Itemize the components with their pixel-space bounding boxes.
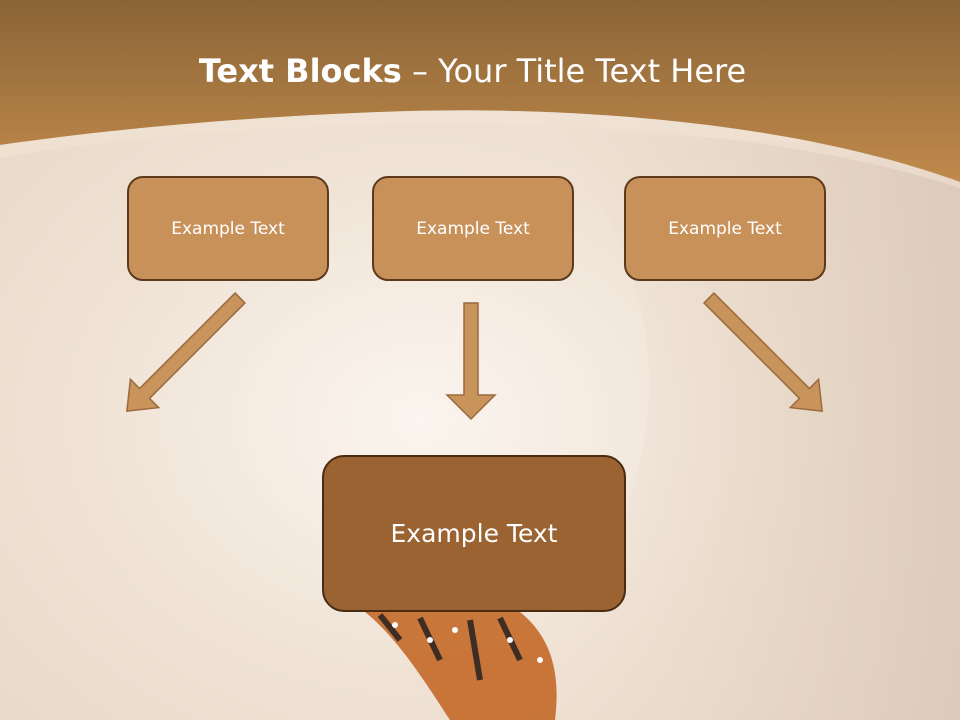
title-bold: Text Blocks: [198, 52, 402, 90]
target-box-label: Example Text: [390, 519, 558, 548]
header-band: [0, 0, 960, 182]
target-box[interactable]: Example Text: [322, 455, 626, 612]
title-rest: – Your Title Text Here: [401, 52, 747, 90]
source-box-3[interactable]: Example Text: [624, 176, 826, 281]
source-box-2[interactable]: Example Text: [372, 176, 574, 281]
source-box-1-label: Example Text: [171, 218, 285, 239]
source-box-3-label: Example Text: [668, 218, 782, 239]
butterfly-photo: [365, 612, 557, 720]
source-box-1[interactable]: Example Text: [127, 176, 329, 281]
slide-title: Text Blocks – Your Title Text Here: [0, 52, 945, 90]
source-box-2-label: Example Text: [416, 218, 530, 239]
header-highlight: [0, 110, 960, 188]
